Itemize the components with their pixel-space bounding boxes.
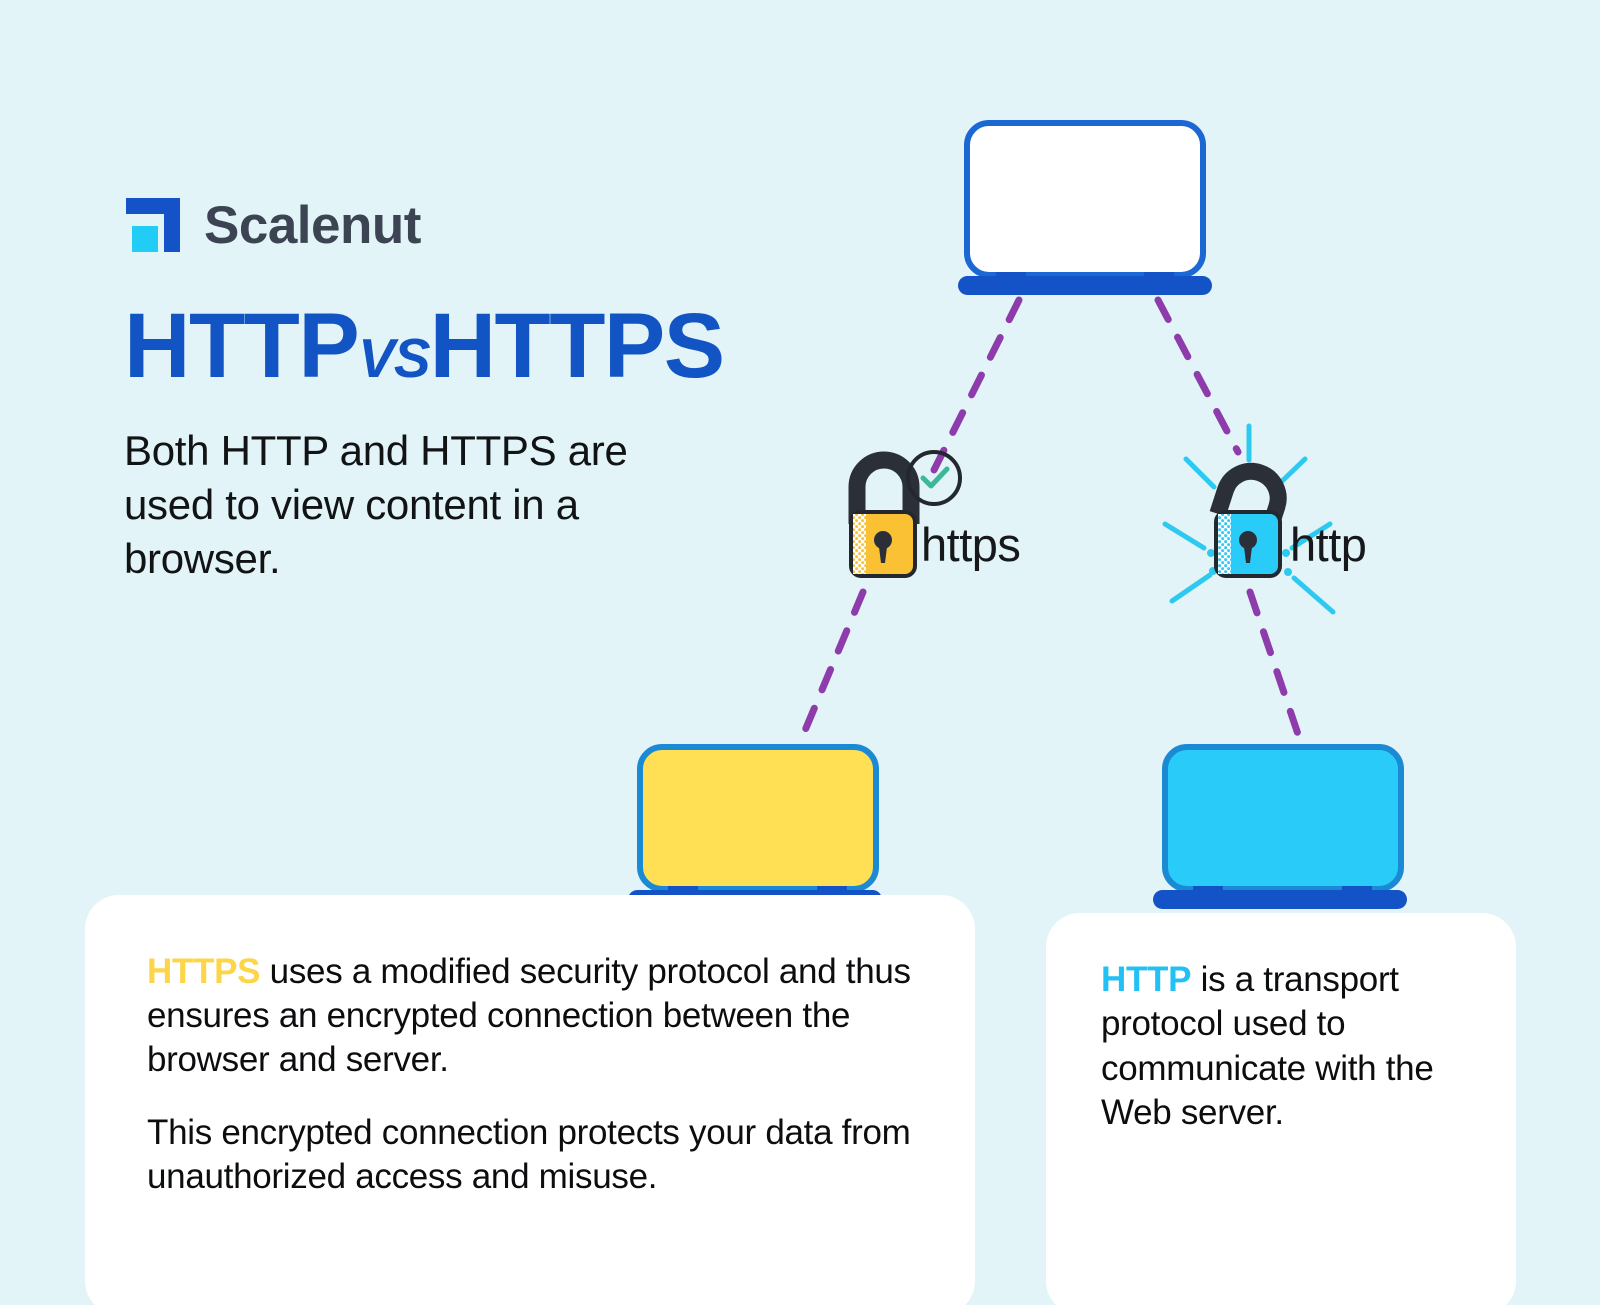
https-server-laptop <box>628 744 882 909</box>
title-vs: VS <box>358 327 430 389</box>
title-https: HTTPS <box>429 295 726 397</box>
page-title: HTTPVSHTTPS <box>124 300 725 392</box>
https-paragraph-2: This encrypted connection protects your … <box>147 1113 911 1196</box>
https-keyword: HTTPS <box>147 952 261 991</box>
http-description-card: HTTP is a transport protocol used to com… <box>1046 913 1516 1305</box>
http-server-laptop <box>1153 744 1407 909</box>
http-keyword: HTTP <box>1101 960 1192 999</box>
brand-wordmark: Scalenut <box>204 195 421 255</box>
scalenut-logo-icon <box>124 196 182 254</box>
brand-logo: Scalenut <box>124 196 421 254</box>
http-card-text: HTTP is a transport protocol used to com… <box>1101 958 1481 1136</box>
https-description-card: HTTPS uses a modified security protocol … <box>85 895 975 1305</box>
connection-https-lock-to-server <box>797 588 867 744</box>
http-paragraph-1: HTTP is a transport protocol used to com… <box>1101 958 1481 1136</box>
page-subtitle: Both HTTP and HTTPS are used to view con… <box>124 427 628 582</box>
connection-client-to-https-lock <box>930 296 1023 474</box>
https-lock-label: https <box>921 518 1021 571</box>
https-paragraph-1-text: uses a modified security protocol and th… <box>147 952 911 1079</box>
http-paragraph-1-text: is a transport protocol used to communic… <box>1101 960 1434 1133</box>
https-paragraph-1: HTTPS uses a modified security protocol … <box>147 950 917 1081</box>
check-circle-icon <box>906 450 962 506</box>
http-lock-label: http <box>1290 518 1367 571</box>
connection-client-to-http-lock <box>1154 296 1242 456</box>
title-http: HTTP <box>124 295 360 397</box>
connection-http-lock-to-server <box>1246 588 1304 744</box>
https-card-text: HTTPS uses a modified security protocol … <box>147 950 917 1199</box>
connection-lines <box>797 296 1304 744</box>
burst-dots-icon <box>1207 464 1292 576</box>
client-laptop <box>958 120 1212 295</box>
